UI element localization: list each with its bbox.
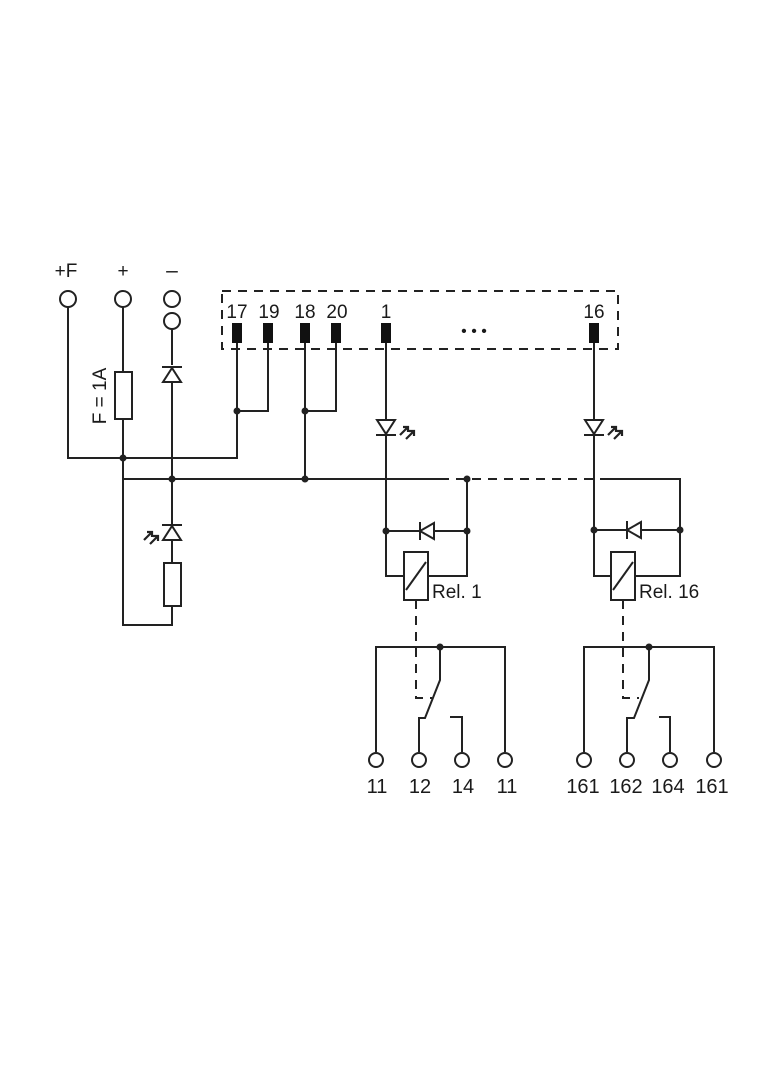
terminal-icon [59, 290, 77, 308]
relay-coil-icon [403, 551, 429, 601]
relay-label-1: Rel. 1 [432, 582, 482, 603]
led-icon [142, 524, 183, 546]
supply-minus-label: – [166, 259, 178, 282]
terminal-icon [163, 290, 181, 308]
input-pin-20 [331, 323, 341, 343]
input-pin-19 [263, 323, 273, 343]
relay-1-mechanical-link [415, 600, 432, 699]
terminal-icon [114, 290, 132, 308]
junction-dot [301, 475, 309, 483]
resistor-icon [163, 562, 182, 607]
wire-ch16-coil-return [635, 530, 681, 577]
relay-label-16: Rel. 16 [639, 582, 699, 603]
relay-16-terminal-label: 162 [609, 776, 642, 798]
input-pin-17 [232, 323, 242, 343]
supply-plus-label: + [117, 261, 128, 282]
led-icon [375, 419, 416, 441]
relay-1-terminal-label: 11 [367, 776, 388, 798]
supply-fused-label: +F [55, 261, 78, 282]
junction-dot [676, 526, 684, 534]
relay-1-terminal-label: 12 [409, 776, 431, 798]
input-pin-1 [381, 323, 391, 343]
input-pin-16 [589, 323, 599, 343]
junction-dot [233, 407, 241, 415]
junction-dot [463, 527, 471, 535]
junction-dot [382, 527, 390, 535]
wire-ch16-to-coil [593, 435, 611, 577]
relay-16-terminal-label: 161 [566, 776, 599, 798]
led-icon [583, 419, 624, 441]
terminal-icon [706, 752, 722, 768]
terminal-icon [497, 752, 513, 768]
junction-dot [301, 407, 309, 415]
relay-16-no-contact [659, 716, 671, 752]
relay-16-terminal-label: 161 [695, 776, 728, 798]
junction-dot [119, 454, 127, 462]
terminal-icon [619, 752, 635, 768]
fuse-label: F = 1A [90, 367, 111, 424]
diode-icon [624, 520, 642, 540]
terminal-icon [163, 312, 181, 330]
junction-dot [168, 475, 176, 483]
input-label-16: 16 [583, 302, 604, 323]
relay-16-mechanical-link [622, 600, 639, 699]
fuse-icon [114, 371, 133, 420]
input-label-17: 17 [226, 302, 247, 323]
wire-plus-down [122, 419, 173, 626]
channel-1: Rel. 1 11 12 14 11 [367, 343, 518, 798]
common-bus-end [600, 478, 681, 530]
junction-dot [590, 526, 598, 534]
diode-icon [161, 366, 183, 383]
wire-common-20 [305, 343, 337, 412]
diode-icon [417, 521, 435, 541]
wire-ch1-diode-return [434, 479, 468, 532]
relay-1-terminal-label: 11 [497, 776, 518, 798]
relay-coil-icon [610, 551, 636, 601]
terminal-icon [662, 752, 678, 768]
relay-16-terminal-label: 164 [651, 776, 684, 798]
terminal-icon [576, 752, 592, 768]
relay-1-terminal-label: 14 [452, 776, 474, 798]
input-pin-18 [300, 323, 310, 343]
terminal-icon [411, 752, 427, 768]
input-label-19: 19 [258, 302, 279, 323]
input-connector-outline [221, 290, 619, 350]
input-label-20: 20 [326, 302, 347, 323]
relay-16-switch [626, 647, 650, 752]
relay-1-switch [418, 647, 441, 752]
wire-ch1-to-coil [385, 435, 404, 577]
wire-ch1-coil-return [428, 531, 468, 577]
input-ellipsis: • • • [461, 323, 487, 340]
terminal-icon [454, 752, 470, 768]
relay-1-no-contact [450, 716, 463, 752]
channel-16: Rel. 16 161 162 164 161 [566, 343, 729, 798]
input-label-18: 18 [294, 302, 315, 323]
input-label-1: 1 [381, 302, 392, 323]
terminal-icon [368, 752, 384, 768]
wire-fused-supply [67, 307, 269, 459]
